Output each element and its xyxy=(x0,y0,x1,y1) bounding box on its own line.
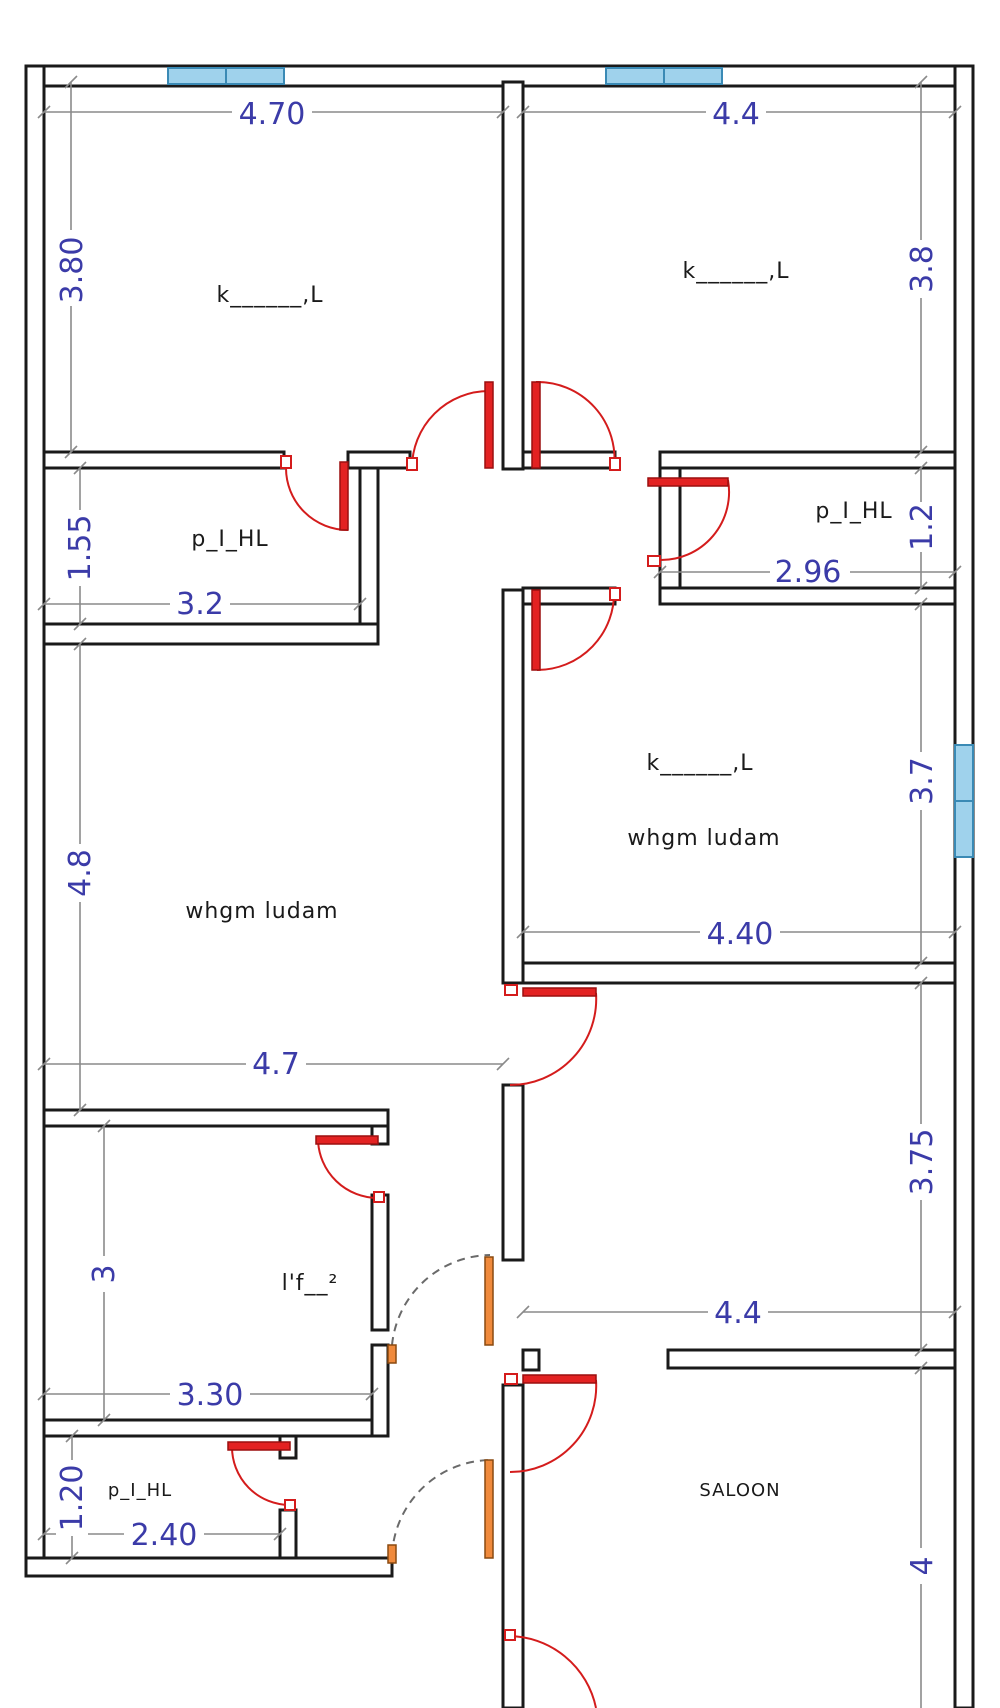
door-arc-bath-tl xyxy=(285,467,349,531)
wall-bath-r-bottom xyxy=(658,586,957,606)
dim-living-width: 4.7 xyxy=(252,1047,300,1082)
door-arc-kitchen xyxy=(317,1139,379,1199)
room-labels: k______,L k______,L p_I_HL p_I_HL k_____… xyxy=(108,259,892,1501)
wall-rbed-bottom xyxy=(521,961,957,985)
wall-center-top xyxy=(501,80,525,471)
dim-bath-r-height: 1.2 xyxy=(905,503,940,551)
door-leaf-or-2 xyxy=(484,1459,494,1559)
door-arc-tl-bed xyxy=(411,390,490,469)
wall-right xyxy=(953,64,975,1708)
dimension-labels: 4.70 4.4 3.80 3.8 1.55 3.2 1.2 2.96 4.8 … xyxy=(55,96,940,1584)
door-leaf-bath-tl xyxy=(339,461,349,531)
door-leaf-or-1 xyxy=(484,1256,494,1346)
dim-bath-r-width: 2.96 xyxy=(775,555,842,590)
wall-bath-bl-right xyxy=(278,1508,298,1560)
doors xyxy=(227,380,731,1708)
dim-living-height: 4.8 xyxy=(63,849,98,897)
wall-bath-tl-right xyxy=(358,466,380,646)
room-label-bath-bottom-left: p_I_HL xyxy=(108,1480,172,1501)
wall-tr-bed-bottom-2 xyxy=(658,450,957,470)
wall-bottom-left xyxy=(24,1556,394,1578)
door-leaf-saloon xyxy=(522,1374,597,1384)
room-label-bath-right: p_I_HL xyxy=(815,499,892,524)
door-arc-entrance xyxy=(507,1635,597,1708)
wall-tl-bed-bottom xyxy=(42,450,286,470)
room-label-kitchen: l'f__² xyxy=(282,1271,339,1296)
dim-top-left-height: 3.80 xyxy=(55,237,90,304)
door-arc-tr-bed xyxy=(535,380,616,469)
wall-kitchen-right-2 xyxy=(370,1343,390,1438)
dim-right-mid-height: 3.75 xyxy=(905,1129,940,1196)
door-arc-saloon xyxy=(509,1379,598,1474)
door-arc-bath-r xyxy=(659,479,731,562)
room-label-bath-top-left: p_I_HL xyxy=(191,527,268,552)
wall-left xyxy=(24,64,46,1578)
dim-bath-bl-height: 1.20 xyxy=(55,1465,90,1532)
wall-center-low xyxy=(501,1083,525,1262)
wall-kitchen-right xyxy=(370,1193,390,1332)
dim-top-right-width: 4.4 xyxy=(712,97,760,132)
door-leaf-rbed xyxy=(531,589,541,671)
dim-kitchen-height: 3 xyxy=(87,1264,122,1283)
door-arc-rbed xyxy=(536,589,616,671)
wall-rmid-bottom xyxy=(666,1348,957,1370)
dim-kitchen-width: 3.30 xyxy=(177,1378,244,1413)
dim-right-bed-height: 3.7 xyxy=(905,757,940,805)
door-leaf-rmid xyxy=(522,987,597,997)
door-arc-bath-bl xyxy=(230,1445,291,1506)
dim-bath-tl-width: 3.2 xyxy=(176,587,224,622)
door-arc-rmid xyxy=(509,992,598,1087)
door-arc-dash-2 xyxy=(391,1459,491,1556)
room-label-living-left: whgm ludam xyxy=(185,899,338,924)
door-leaf-bath-bl xyxy=(227,1441,291,1451)
dim-right-mid-width: 4.4 xyxy=(714,1296,762,1331)
dimension-lines xyxy=(37,75,962,1708)
wall-center-bottom xyxy=(501,1383,525,1708)
wall-kitchen-top xyxy=(42,1108,390,1128)
walls xyxy=(24,64,975,1708)
room-label-bedroom-right-sub: whgm ludam xyxy=(627,826,780,851)
windows xyxy=(167,67,974,858)
room-label-saloon: SALOON xyxy=(699,1480,780,1501)
dim-top-left-width: 4.70 xyxy=(239,97,306,132)
wall-bath-tl-bottom xyxy=(42,622,380,646)
door-arc-dash-1 xyxy=(391,1254,491,1346)
room-label-bedroom-top-left: k______,L xyxy=(217,283,324,308)
dim-bath-bl-width: 2.40 xyxy=(131,1518,198,1553)
dim-right-bed-width: 4.40 xyxy=(707,917,774,952)
room-label-bedroom-right: k______,L xyxy=(647,751,754,776)
wall-center-mid xyxy=(501,588,525,985)
door-leaf-kitchen xyxy=(315,1135,379,1145)
dim-top-right-height: 3.8 xyxy=(905,245,940,293)
wall-rmid-stub xyxy=(521,1348,541,1372)
wall-kitchen-bottom xyxy=(42,1418,390,1438)
door-leaf-tl-bed xyxy=(484,381,494,469)
dim-bath-tl-height: 1.55 xyxy=(63,515,98,582)
dim-saloon-height: 4 xyxy=(905,1556,940,1575)
room-label-bedroom-top-right: k______,L xyxy=(683,259,790,284)
wall-tl-bed-bottom-2 xyxy=(346,450,412,470)
door-leaf-tr-bed xyxy=(531,381,541,469)
door-leaf-bath-r xyxy=(647,477,729,487)
